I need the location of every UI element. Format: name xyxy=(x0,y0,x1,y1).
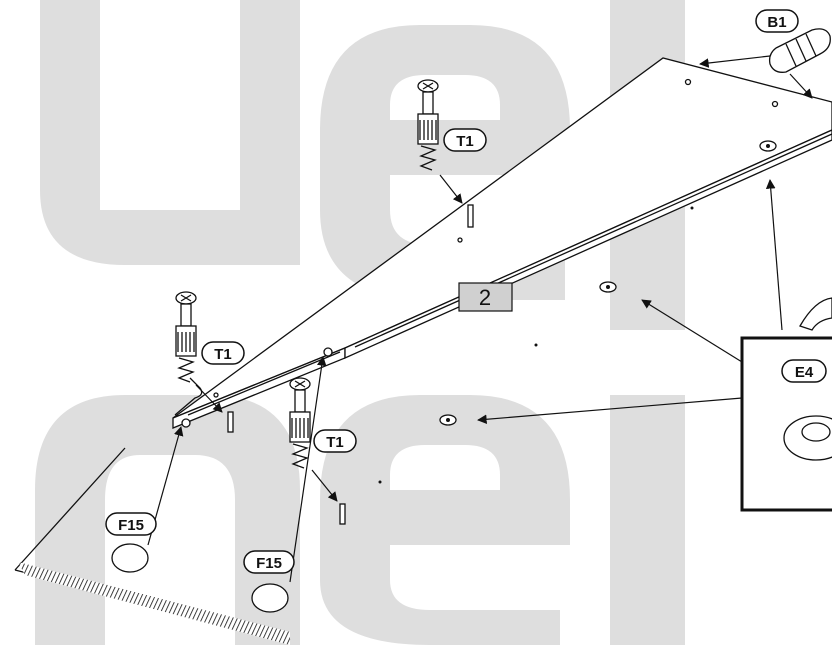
f15-foot-right xyxy=(251,356,327,613)
step-number: 2 xyxy=(479,285,491,310)
floor-surface xyxy=(14,447,291,645)
label-f15-left: F15 xyxy=(105,512,157,536)
label-t1-top-text: T1 xyxy=(456,133,474,150)
step-number-box: 2 xyxy=(458,282,513,312)
label-t1-left: T1 xyxy=(201,341,245,365)
t1-bolt-top xyxy=(417,79,463,204)
label-t1-left-text: T1 xyxy=(214,346,232,363)
label-e4: E4 xyxy=(781,359,827,383)
label-f15-left-text: F15 xyxy=(118,517,144,534)
label-b1: B1 xyxy=(755,9,799,33)
label-t1-middle: T1 xyxy=(313,429,357,453)
label-t1-top: T1 xyxy=(443,128,487,152)
label-b1-text: B1 xyxy=(767,14,786,31)
label-t1-middle-text: T1 xyxy=(326,434,344,451)
t1-bolt-left xyxy=(175,291,223,413)
t1-bolt-middle xyxy=(289,377,338,502)
label-e4-text: E4 xyxy=(795,364,814,381)
label-f15-right: F15 xyxy=(243,550,295,574)
b1-dowel xyxy=(699,28,831,99)
label-f15-right-text: F15 xyxy=(256,555,282,572)
